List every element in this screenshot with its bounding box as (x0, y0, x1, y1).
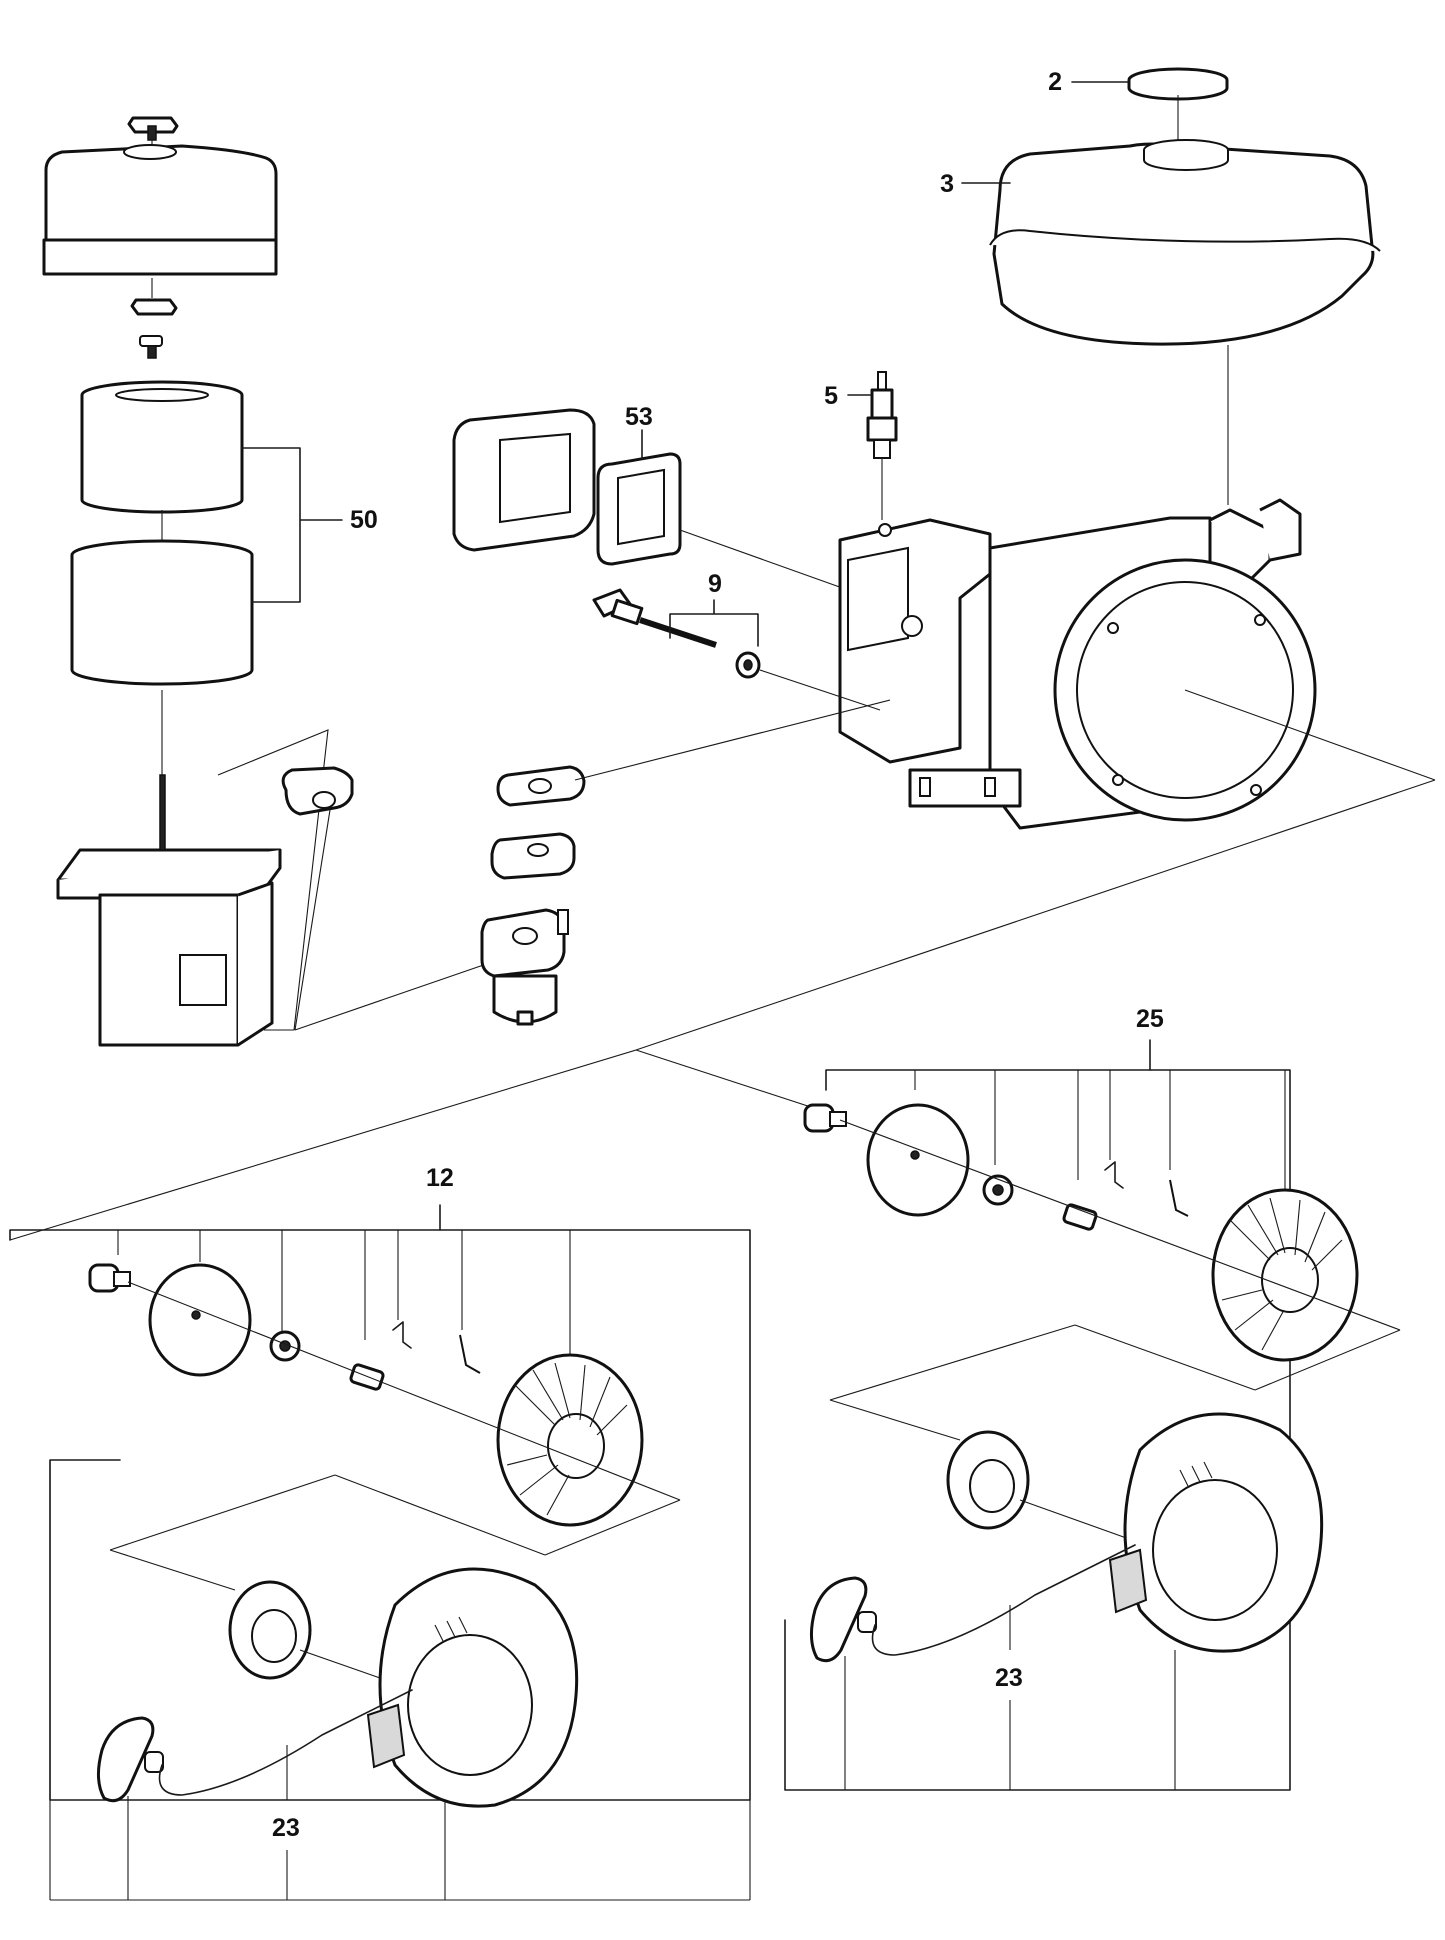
axis-gasket-carb (294, 809, 331, 1031)
axis-airbox-carb (294, 959, 499, 1031)
starter-pawl-left[interactable] (459, 1334, 481, 1374)
spark-plug[interactable] (866, 371, 898, 470)
starter-drive-plate-left[interactable] (148, 1263, 252, 1377)
rocker-cover[interactable] (452, 408, 596, 552)
callout-25: 25 (1136, 1005, 1164, 1033)
starter-pulley-left[interactable] (496, 1353, 644, 1527)
foam-pre-filter[interactable] (80, 380, 244, 514)
plane-left-b (334, 1474, 546, 1556)
plane-right-d (829, 1399, 961, 1441)
callout-50: 50 (350, 506, 378, 534)
starter-washer-left[interactable] (269, 1330, 301, 1362)
plane-left-a (544, 1499, 681, 1556)
starter-rope-left (158, 1689, 413, 1796)
dipstick-washer[interactable] (735, 651, 761, 679)
air-cleaner-gasket[interactable] (281, 766, 354, 816)
air-cleaner-base[interactable] (56, 774, 282, 1047)
starter-pulley-right[interactable] (1211, 1188, 1359, 1362)
air-cleaner-wingnut-top[interactable] (127, 116, 179, 141)
starter-pawl-bolt-left[interactable] (88, 1263, 131, 1293)
engine-block[interactable] (838, 498, 1317, 830)
carburetor[interactable] (480, 908, 569, 1026)
fuel-cap[interactable] (1127, 67, 1229, 101)
rocker-cover-gasket[interactable] (596, 452, 682, 566)
plane-line-upper (9, 1049, 637, 1241)
callout-12: 12 (426, 1164, 454, 1192)
plane-left-d (109, 1549, 236, 1591)
starter-pin-left[interactable] (349, 1363, 385, 1391)
starter-washer-right[interactable] (982, 1174, 1014, 1206)
plane-line-right-start (635, 1049, 821, 1111)
recoil-spring-right[interactable] (946, 1430, 1030, 1530)
plane-left-c (109, 1474, 336, 1551)
starter-drive-plate-right[interactable] (866, 1103, 970, 1217)
oil-dipstick[interactable] (592, 588, 717, 648)
plane-right-b (1074, 1324, 1256, 1391)
intake-gasket[interactable] (496, 765, 586, 807)
starter-housing-left[interactable] (366, 1567, 579, 1808)
air-cleaner-cover[interactable] (42, 144, 278, 276)
axis-dipstick-engine (759, 669, 881, 711)
starter-pawl-spring-right[interactable] (1104, 1161, 1124, 1189)
starter-pin-right[interactable] (1062, 1203, 1098, 1231)
callout-53: 53 (625, 403, 653, 431)
axis-crank (1184, 689, 1436, 781)
bracket-9 (669, 599, 759, 647)
callout-5: 5 (824, 382, 838, 410)
callout-23-right: 23 (995, 1664, 1023, 1692)
axis-starter-left (127, 1281, 681, 1501)
callout-3: 3 (940, 170, 954, 198)
starter-pawl-spring-left[interactable] (392, 1321, 412, 1349)
bracket-50 (241, 447, 343, 603)
base-plane-engine (635, 779, 1436, 1051)
bracket-airbox-gasket (217, 729, 329, 1031)
paper-filter-element[interactable] (70, 539, 254, 686)
starter-housing-right[interactable] (1108, 1412, 1324, 1653)
callout-9: 9 (708, 570, 722, 598)
air-cleaner-wingnut-bottom[interactable] (130, 298, 178, 359)
plane-right-a (1254, 1329, 1401, 1391)
plane-right-c (829, 1324, 1076, 1401)
callout-23-left: 23 (272, 1814, 300, 1842)
starter-rope-right (871, 1544, 1136, 1656)
fuel-tank[interactable] (989, 139, 1381, 346)
recoil-spring-left[interactable] (228, 1580, 312, 1680)
bracket-25 (784, 1069, 1291, 1791)
insulator-spacer[interactable] (490, 832, 576, 880)
starter-pawl-bolt-right[interactable] (803, 1103, 847, 1133)
starter-handle-left[interactable] (97, 1716, 164, 1803)
axis-gasket-engine (574, 699, 891, 781)
callout-2: 2 (1048, 68, 1062, 96)
axis-starter-right (839, 1119, 1401, 1331)
starter-pawl-right[interactable] (1169, 1179, 1189, 1217)
axis-gasket-head (679, 529, 849, 591)
starter-handle-right[interactable] (810, 1576, 877, 1663)
